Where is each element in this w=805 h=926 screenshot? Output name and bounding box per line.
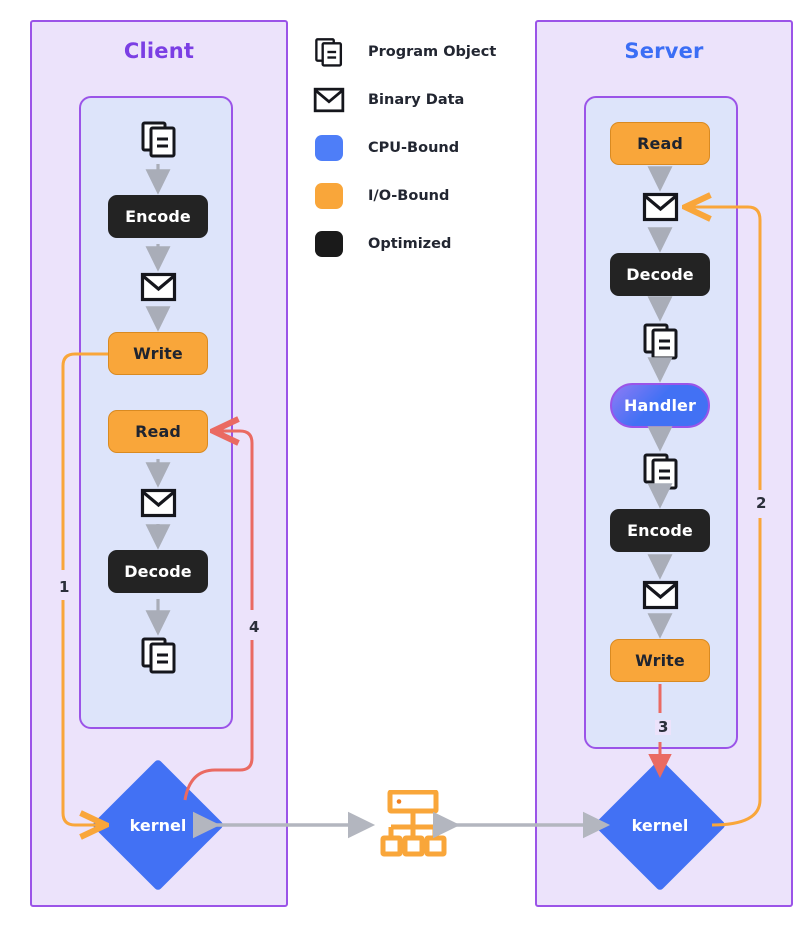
legend-label-program-object: Program Object <box>368 44 497 60</box>
server-program-object-icon-1 <box>642 322 680 360</box>
client-binary-data-icon-2 <box>140 488 177 518</box>
server-program-object-icon-2 <box>642 452 680 490</box>
flow-label-3: 3 <box>655 720 672 735</box>
server-node-handler[interactable]: Handler <box>610 383 710 428</box>
legend-label-optimized: Optimized <box>368 236 452 252</box>
client-node-decode[interactable]: Decode <box>108 550 208 593</box>
client-kernel-node[interactable]: kernel <box>91 758 225 892</box>
server-node-decode[interactable]: Decode <box>610 253 710 296</box>
legend-item-cpu-bound: CPU-Bound <box>312 124 522 172</box>
flow-label-2: 2 <box>753 496 770 511</box>
server-zone-title: Server <box>624 39 704 63</box>
legend-item-io-bound: I/O-Bound <box>312 172 522 220</box>
legend-label-cpu-bound: CPU-Bound <box>368 140 460 156</box>
program-object-icon <box>312 37 346 67</box>
server-node-write[interactable]: Write <box>610 639 710 682</box>
client-binary-data-icon-1 <box>140 272 177 302</box>
cpu-bound-swatch <box>312 133 346 163</box>
client-zone-title: Client <box>123 39 195 63</box>
legend-label-binary-data: Binary Data <box>368 92 465 108</box>
legend-item-program-object: Program Object <box>312 28 522 76</box>
legend: Program Object Binary Data CPU-Bound I/O… <box>312 28 522 268</box>
client-node-read[interactable]: Read <box>108 410 208 453</box>
client-node-encode[interactable]: Encode <box>108 195 208 238</box>
server-node-read[interactable]: Read <box>610 122 710 165</box>
io-bound-swatch <box>312 181 346 211</box>
legend-label-io-bound: I/O-Bound <box>368 188 450 204</box>
flow-label-4: 4 <box>246 620 263 635</box>
client-program-object-icon-bottom <box>140 636 178 674</box>
flow-label-1: 1 <box>56 580 73 595</box>
client-node-write[interactable]: Write <box>108 332 208 375</box>
server-kernel-node[interactable]: kernel <box>593 758 727 892</box>
legend-item-binary-data: Binary Data <box>312 76 522 124</box>
optimized-swatch <box>312 229 346 259</box>
binary-data-icon <box>312 85 346 115</box>
server-kernel-label: kernel <box>631 815 689 835</box>
legend-item-optimized: Optimized <box>312 220 522 268</box>
server-binary-data-icon-2 <box>642 580 679 610</box>
server-node-encode[interactable]: Encode <box>610 509 710 552</box>
client-program-object-icon-top <box>140 120 178 158</box>
network-hub-icon <box>378 789 448 858</box>
client-kernel-label: kernel <box>129 815 187 835</box>
server-binary-data-icon-1 <box>642 192 679 222</box>
